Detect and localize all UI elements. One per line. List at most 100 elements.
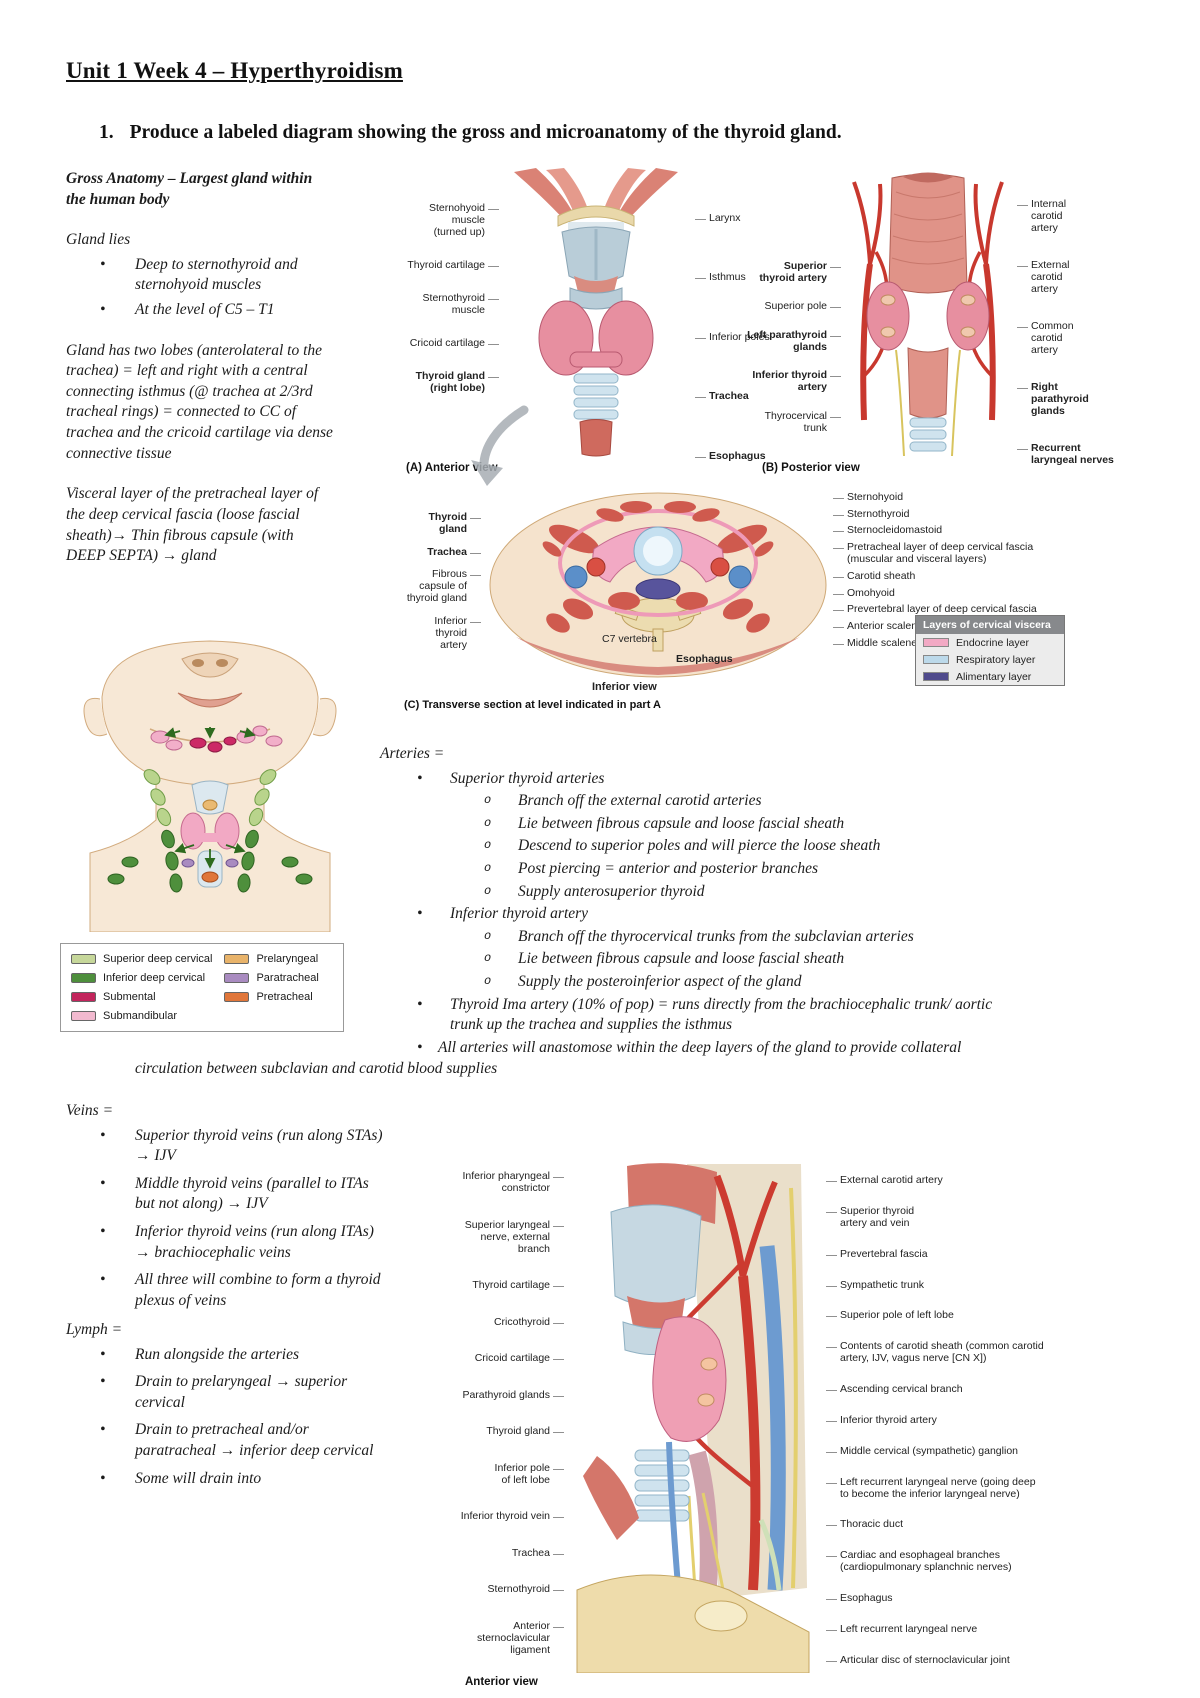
cervical-viscera-legend: Layers of cervical viscera Endocrine lay…: [915, 615, 1065, 686]
legend-swatch: [71, 992, 96, 1002]
cricothyroid-muscle-shape: [574, 276, 618, 296]
figure-label: Trachea: [400, 546, 482, 558]
figure-label: Sternothyroid muscle: [404, 292, 500, 316]
hyoid-bone-shape: [557, 205, 635, 227]
question-text: Produce a labeled diagram showing the gr…: [129, 122, 842, 143]
omohyoid-shape: [754, 541, 774, 557]
figure-label: External carotid artery: [825, 1174, 1147, 1186]
figure-label: Inferior thyroid artery: [825, 1414, 1147, 1426]
trachea-shape: [634, 1449, 690, 1522]
figure-label: Prevertebral layer of deep cervical fasc…: [832, 603, 1080, 615]
trachea-shape: [573, 373, 619, 420]
figure-label: Sternocleidomastoid: [832, 524, 1080, 536]
pharynx-shape: [888, 173, 968, 294]
recurrent-laryngeal-nerves-shape: [895, 349, 961, 457]
thoracic-duct-shape: [758, 1518, 782, 1591]
arteries-sub-bullet: Post piercing = anterior and posterior b…: [135, 859, 1149, 880]
figure-label: Internal carotid artery: [1016, 198, 1142, 234]
arteries-bullet: Thyroid Ima artery (10% of pop) = runs d…: [135, 995, 1149, 1036]
parathyroid-glands-shape: [880, 294, 976, 338]
legend-swatch: [71, 973, 96, 983]
figure-label: Trachea: [694, 390, 796, 402]
anterior-dissection-illustration: [576, 1163, 810, 1673]
figure-label: Cardiac and esophageal branches (cardiop…: [825, 1549, 1147, 1573]
figure-label: Thyroid cartilage: [455, 1279, 565, 1291]
figure-label: Inferior thyroid artery: [736, 369, 842, 393]
figure-label: Thyrocervical trunk: [736, 410, 842, 434]
legend-items: Endocrine layer Respiratory layer Alimen…: [916, 634, 1064, 685]
omohyoid-shape: [542, 541, 562, 557]
figure-label: Superior thyroid artery: [736, 260, 842, 284]
figure-label: Cricothyroid: [455, 1316, 565, 1328]
ear-shape: [312, 697, 337, 737]
legend-label: Endocrine layer: [956, 636, 1029, 649]
submental-nodes: [189, 736, 237, 753]
common-carotid-artery-shape: [738, 1275, 761, 1591]
arteries-bullet: Superior thyroid arteries: [135, 769, 1149, 790]
legend-label: Alimentary layer: [956, 670, 1032, 683]
figure-a-left-labels: Sternohyoid muscle (turned up)Thyroid ca…: [404, 202, 500, 394]
figure-label: Sympathetic trunk: [825, 1279, 1147, 1291]
arteries-list: Superior thyroid arteries Branch off the…: [135, 769, 1149, 1080]
esophagus-shape: [635, 578, 681, 600]
gross-anatomy-notes: Gross Anatomy – Largest gland within the…: [66, 169, 334, 587]
figure-label: Pretracheal layer of deep cervical fasci…: [832, 541, 1080, 565]
sternoclavicular-joint-shape: [694, 1600, 748, 1632]
esophagus-shape: [907, 347, 949, 419]
prevertebral-muscle-shape: [676, 592, 708, 610]
figure-label: Inferior thyroid artery: [400, 615, 482, 651]
lymph-heading: Lymph =: [66, 1321, 123, 1338]
esophagus-shape: [579, 419, 613, 457]
arteries-bullet: All arteries will anastomose within the …: [135, 1038, 1149, 1079]
legend-swatch: [923, 655, 949, 664]
figure-label: Articular disc of sternoclavicular joint: [825, 1654, 1147, 1666]
figure-label: Superior laryngeal nerve, external branc…: [455, 1219, 565, 1255]
figure-label: Sternohyoid muscle (turned up): [404, 202, 500, 238]
arteries-section: Arteries = Superior thyroid arteries Bra…: [135, 744, 1149, 1081]
bullet-item: Run alongside the arteries: [66, 1345, 384, 1366]
lobes-paragraph: Gland has two lobes (anterolateral to th…: [66, 341, 333, 462]
parathyroid-gland-shape: [697, 1393, 715, 1407]
figure-label: Thyroid gland: [455, 1425, 565, 1437]
figure-label: Cricoid cartilage: [404, 337, 500, 349]
clavicle-sternum-shape: [576, 1574, 810, 1673]
internal-carotid-artery-shape: [740, 1180, 778, 1277]
nostril-shape: [216, 659, 228, 667]
figure-label: Inferior poles: [694, 331, 796, 343]
trachea-shape: [909, 417, 947, 452]
figure-label: Ascending cervical branch: [825, 1383, 1147, 1395]
figure-label: Sternothyroid: [455, 1583, 565, 1595]
legend-title: Layers of cervical viscera: [916, 616, 1064, 634]
veins-heading: Veins =: [66, 1102, 114, 1119]
bullet-item: Some will drain into: [66, 1469, 384, 1490]
bullet-item: Drain to prelaryngeal → superior cervica…: [66, 1372, 384, 1413]
arteries-sub-bullet: Descend to superior poles and will pierc…: [135, 836, 1149, 857]
figure-c-caption: (C) Transverse section at level indicate…: [404, 699, 661, 711]
arteries-item: Inferior thyroid artery Branch off the t…: [135, 904, 1149, 992]
pointer-arrow: [471, 405, 529, 486]
arteries-sub-list: Branch off the external carotid arteries…: [135, 791, 1149, 902]
bullet-item: Inferior thyroid veins (run along ITAs) …: [66, 1222, 384, 1263]
mouth-shape: [177, 692, 243, 708]
figure-label: Recurrent laryngeal nerves: [1016, 442, 1142, 466]
page-title: Unit 1 Week 4 – Hyperthyroidism: [66, 58, 403, 83]
figure-label: Inferior pole of left lobe: [455, 1462, 565, 1486]
arteries-sub-list: Branch off the thyrocervical trunks from…: [135, 927, 1149, 993]
sternocleidomastoid-shape: [717, 524, 767, 554]
lymph-list: Run alongside the arteriesDrain to prela…: [66, 1345, 384, 1490]
arteries-sub-bullet: Supply anterosuperior thyroid: [135, 882, 1149, 903]
pretracheal-fascia-shape: [558, 509, 758, 617]
figure-label: Left recurrent laryngeal nerve: [825, 1623, 1147, 1635]
legend-swatch: [923, 638, 949, 647]
trapezius-shape: [516, 637, 800, 675]
bullet-item: All three will combine to form a thyroid…: [66, 1270, 384, 1311]
arteries-sub-bullet: Branch off the thyrocervical trunks from…: [135, 927, 1149, 948]
figure-label: Esophagus: [694, 450, 796, 462]
